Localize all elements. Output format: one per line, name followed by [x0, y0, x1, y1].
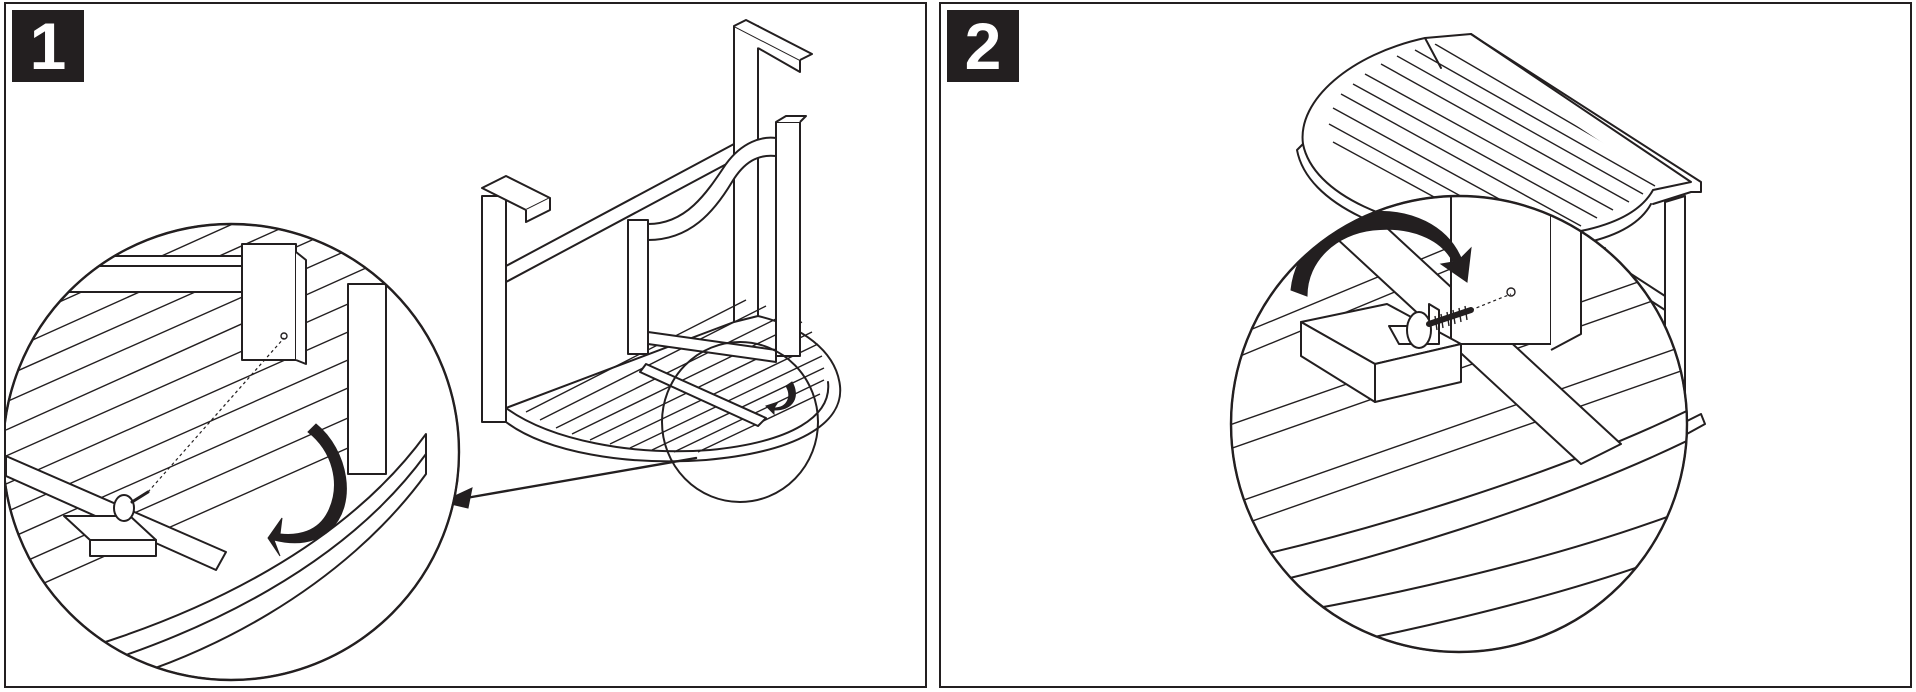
step-1-panel: 1	[4, 2, 927, 688]
detail-circle	[661, 341, 819, 503]
washer-icon	[113, 494, 135, 522]
curved-arrow-icon	[267, 423, 347, 557]
folded-table	[481, 19, 842, 503]
pointer-arrow-icon	[440, 456, 698, 509]
step-2-panel: 2	[939, 2, 1912, 688]
small-curved-arrow-icon	[765, 381, 796, 416]
zoom-detail-1	[6, 222, 461, 682]
step-2-badge: 2	[947, 10, 1019, 82]
step-2-illustration	[1229, 33, 1706, 654]
bolt-icon	[1426, 305, 1474, 331]
step-1-badge: 1	[12, 10, 84, 82]
washer-icon	[1406, 311, 1432, 349]
zoom-detail-2	[1229, 194, 1689, 654]
step-1-illustration	[6, 19, 842, 682]
